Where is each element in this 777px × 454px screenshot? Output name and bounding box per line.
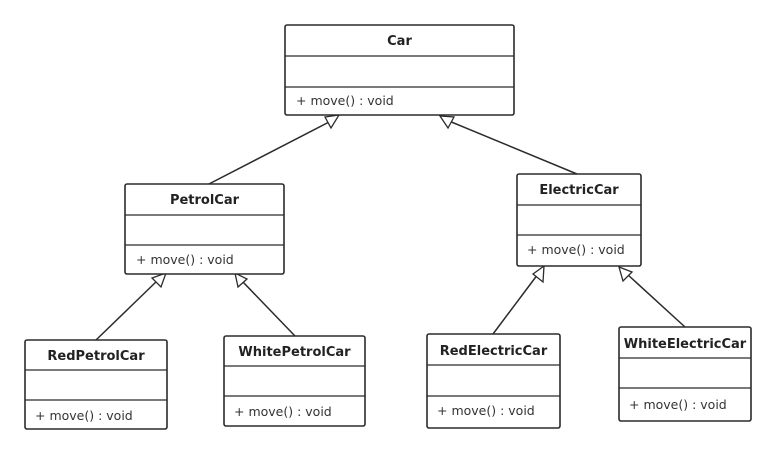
class-operation: + move() : void xyxy=(629,397,727,412)
hollow-triangle-arrowhead-icon xyxy=(150,271,168,289)
generalization-whitepetrolcar-to-petrolcar xyxy=(234,271,296,337)
class-operation: + move() : void xyxy=(437,403,535,418)
class-operation: + move() : void xyxy=(234,404,332,419)
class-name: WhiteElectricCar xyxy=(624,337,747,352)
class-name: ElectricCar xyxy=(539,183,619,198)
class-redelectriccar[interactable]: RedElectricCar + move() : void xyxy=(426,333,561,429)
class-name: Car xyxy=(387,34,412,49)
class-operation: + move() : void xyxy=(296,93,394,108)
class-name: PetrolCar xyxy=(170,193,240,208)
generalization-whiteelectriccar-to-electriccar xyxy=(618,265,686,328)
generalization-redpetrolcar-to-petrolcar xyxy=(95,271,168,341)
class-name: RedPetrolCar xyxy=(47,349,145,364)
class-operation: + move() : void xyxy=(527,242,625,257)
generalization-electriccar-to-car xyxy=(438,115,578,175)
class-car[interactable]: Car + move() : void xyxy=(284,24,515,116)
hollow-triangle-arrowhead-icon xyxy=(531,264,545,284)
class-operation: + move() : void xyxy=(35,408,133,423)
hollow-triangle-arrowhead-icon xyxy=(234,271,249,289)
hollow-triangle-arrowhead-icon xyxy=(438,115,456,130)
class-whiteelectriccar[interactable]: WhiteElectricCar + move() : void xyxy=(618,326,752,422)
class-whitepetrolcar[interactable]: WhitePetrolCar + move() : void xyxy=(223,335,366,427)
class-petrolcar[interactable]: PetrolCar + move() : void xyxy=(124,183,285,275)
class-name: WhitePetrolCar xyxy=(238,345,351,360)
class-name: RedElectricCar xyxy=(440,344,548,359)
class-operation: + move() : void xyxy=(136,252,234,267)
class-redpetrolcar[interactable]: RedPetrolCar + move() : void xyxy=(24,339,168,430)
hollow-triangle-arrowhead-icon xyxy=(618,265,634,283)
class-electriccar[interactable]: ElectricCar + move() : void xyxy=(516,173,642,267)
generalization-petrolcar-to-car xyxy=(206,114,341,186)
generalization-redelectriccar-to-electriccar xyxy=(492,264,545,335)
relations-layer xyxy=(95,114,686,341)
hollow-triangle-arrowhead-icon xyxy=(323,114,341,130)
